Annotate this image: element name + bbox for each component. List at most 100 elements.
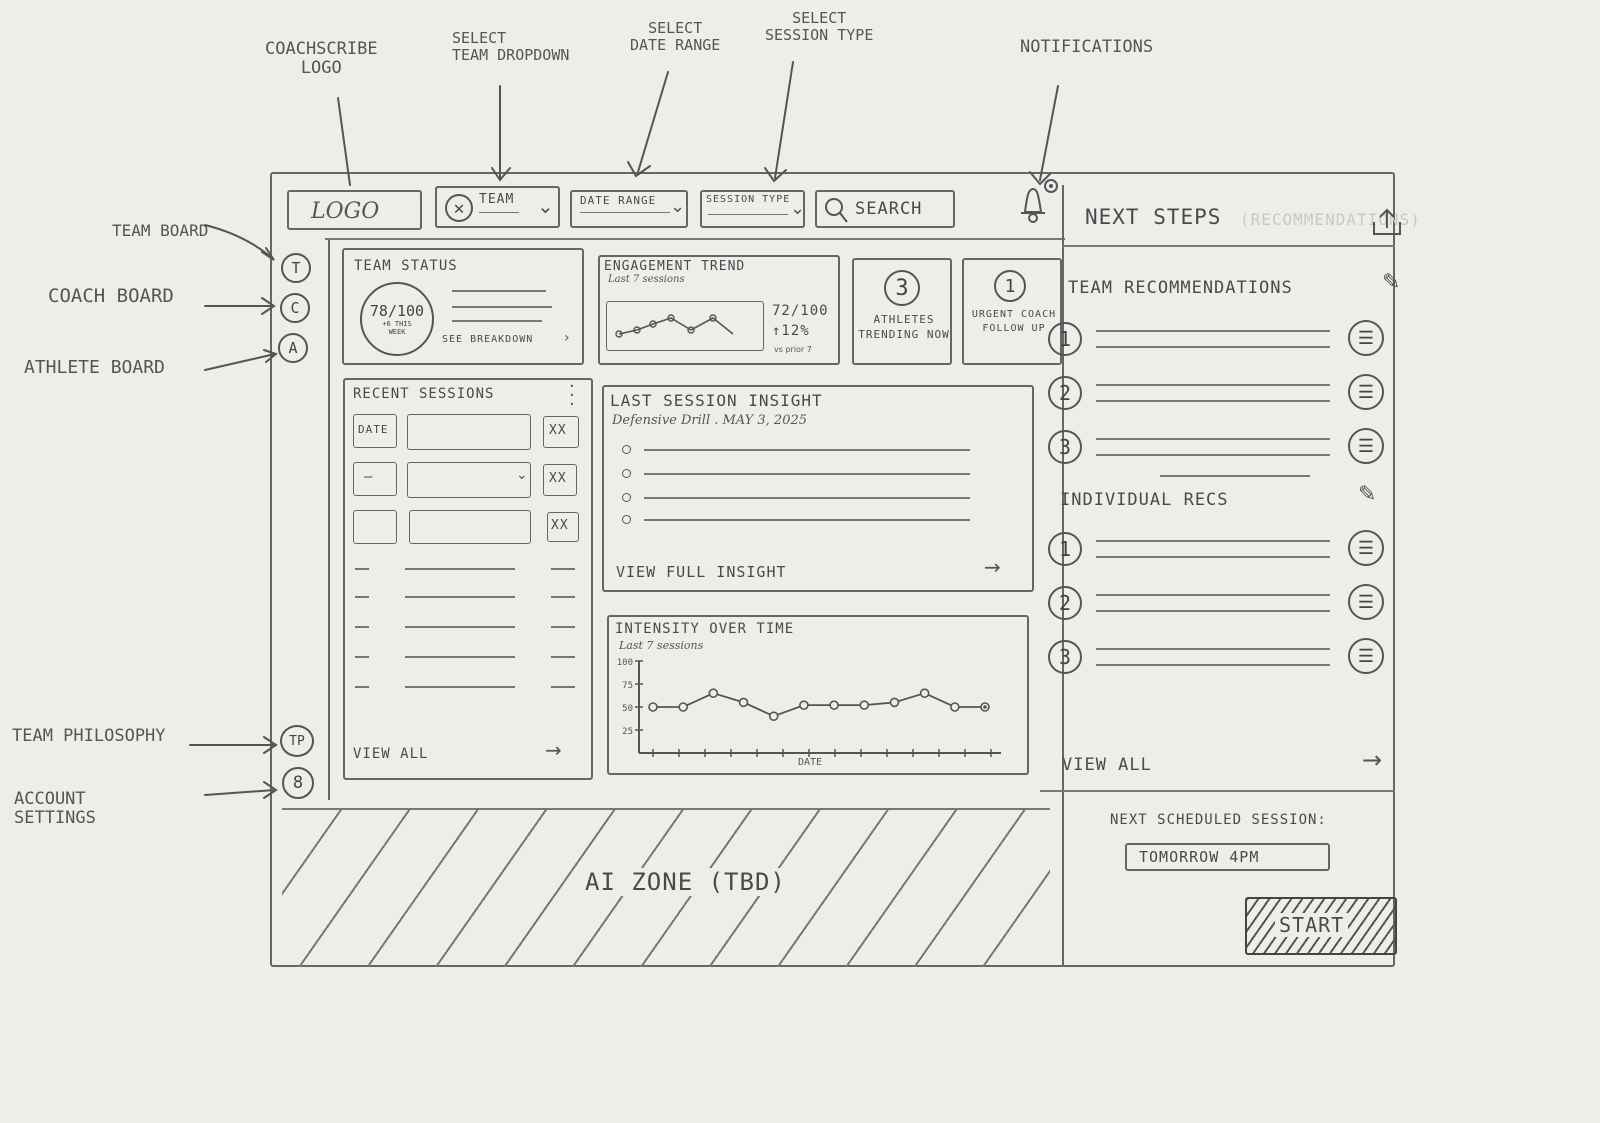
chevron-down-icon: ⌄ [516, 467, 528, 483]
team-dropdown-label: TEAM [479, 192, 515, 207]
annotation-athlete-board: ATHLETE BOARD [24, 357, 165, 378]
individual-rec-item[interactable]: 1☰ [1048, 528, 1398, 572]
team-score-delta: +6 THIS WEEK [382, 320, 412, 336]
sidebar-item-coach-board[interactable]: C [280, 293, 310, 323]
team-status-card: TEAM STATUS 78/100 +6 THIS WEEK SEE BREA… [342, 248, 584, 365]
more-vertical-icon[interactable]: ··· [569, 376, 575, 415]
recent-sessions-card: RECENT SESSIONS ··· DATE XX — ⌄ XX XX VI… [343, 378, 593, 780]
list-menu-icon[interactable]: ☰ [1348, 530, 1384, 566]
placeholder-line [551, 656, 575, 658]
session-type-underline [708, 214, 788, 215]
session-type-label: SESSION TYPE [706, 194, 791, 205]
last-session-insight-card: LAST SESSION INSIGHT Defensive Drill . M… [602, 385, 1034, 592]
list-menu-icon[interactable]: ☰ [1348, 374, 1384, 410]
session-date: DATE [358, 423, 389, 436]
urgent-follow-up-card[interactable]: 1 URGENT COACH FOLLOW UP [962, 258, 1062, 365]
next-session-value-box: TOMORROW 4PM [1125, 843, 1330, 871]
team-dropdown[interactable]: ✕ TEAM ⌄ [435, 186, 560, 228]
session-name-cell[interactable]: ⌄ [407, 462, 531, 498]
bullet-icon [622, 445, 631, 454]
placeholder-line [551, 626, 575, 628]
sidebar-item-team-philosophy[interactable]: TP [280, 725, 314, 757]
share-icon[interactable] [1370, 206, 1404, 238]
placeholder-line [1096, 664, 1330, 666]
urgent-count: 1 [994, 270, 1026, 302]
rec-number: 1 [1048, 532, 1082, 566]
intensity-point [799, 700, 809, 710]
session-name-cell[interactable] [407, 414, 531, 450]
session-action-label: XX [549, 471, 567, 486]
sidebar-item-team-board[interactable]: T [281, 253, 311, 283]
session-date-cell[interactable] [353, 510, 397, 544]
placeholder-line [1096, 438, 1330, 440]
individual-rec-item[interactable]: 2☰ [1048, 582, 1398, 626]
list-menu-icon[interactable]: ☰ [1348, 638, 1384, 674]
bell-icon [1021, 179, 1058, 223]
session-action-button[interactable]: XX [547, 512, 579, 542]
placeholder-line [1096, 454, 1330, 456]
team-rec-item[interactable]: 2☰ [1048, 372, 1398, 416]
rec-number: 2 [1048, 376, 1082, 410]
recent-sessions-view-all[interactable]: VIEW ALL [353, 746, 429, 762]
placeholder-line [405, 626, 515, 628]
engagement-subtitle: Last 7 sessions [608, 274, 685, 285]
team-rec-item[interactable]: 3☰ [1048, 426, 1398, 470]
rec-number: 3 [1048, 430, 1082, 464]
placeholder-line [1096, 648, 1330, 650]
start-button[interactable]: START [1245, 897, 1397, 955]
search-box[interactable]: SEARCH [815, 190, 955, 228]
annotation-logo: COACHSCRIBE LOGO [265, 39, 378, 78]
edit-pencil-icon[interactable]: ✎ [1358, 482, 1377, 507]
rec-number: 3 [1048, 640, 1082, 674]
sparkline-graphic [615, 314, 734, 338]
arrow-right-icon: → [545, 738, 562, 762]
next-session-label: NEXT SCHEDULED SESSION: [1110, 812, 1327, 828]
session-date-cell[interactable]: — [353, 462, 397, 496]
team-rec-item[interactable]: 1☰ [1048, 318, 1398, 362]
session-type-dropdown[interactable]: SESSION TYPE ⌄ [700, 190, 805, 228]
individual-rec-item[interactable]: 3☰ [1048, 636, 1398, 680]
placeholder-line [452, 290, 546, 292]
chevron-down-icon: ⌄ [790, 198, 806, 219]
session-date-cell[interactable]: DATE [353, 414, 397, 448]
placeholder-line [452, 306, 552, 308]
placeholder-line [551, 686, 575, 688]
see-breakdown-link[interactable]: SEE BREAKDOWN [442, 334, 534, 345]
team-status-title: TEAM STATUS [354, 258, 458, 274]
annotation-notifications: NOTIFICATIONS [1020, 37, 1154, 57]
notifications-bell[interactable] [1017, 178, 1061, 228]
y-tick-label: 100 [617, 658, 633, 668]
section-divider [1040, 790, 1395, 792]
next-session-value: TOMORROW 4PM [1139, 848, 1260, 866]
session-name-cell[interactable] [409, 510, 531, 544]
urgent-label: URGENT COACH FOLLOW UP [971, 309, 1057, 334]
ai-zone-label: AI ZONE (TBD) [577, 868, 794, 896]
session-action-button[interactable]: XX [543, 464, 577, 496]
session-date: — [364, 469, 374, 485]
list-menu-icon[interactable]: ☰ [1348, 428, 1384, 464]
arrow-right-icon: → [984, 555, 1001, 579]
next-steps-view-all[interactable]: VIEW ALL [1062, 755, 1152, 775]
intensity-point [678, 702, 688, 712]
search-label: SEARCH [855, 199, 923, 219]
sidebar-item-athlete-board[interactable]: A [278, 333, 308, 363]
search-icon [825, 198, 848, 223]
sidebar-item-account-settings[interactable]: 8 [282, 767, 314, 799]
engagement-score: 72/100 [772, 303, 829, 319]
upload-icon [1373, 208, 1401, 235]
list-menu-icon[interactable]: ☰ [1348, 320, 1384, 356]
edit-pencil-icon[interactable]: ✎ [1382, 270, 1401, 295]
date-range-dropdown[interactable]: DATE RANGE ⌄ [570, 190, 688, 228]
placeholder-line [355, 686, 369, 688]
athletes-trending-card[interactable]: 3 ATHLETES TRENDING NOW [852, 258, 952, 365]
placeholder-line [551, 596, 575, 598]
session-action-button[interactable]: XX [543, 416, 579, 448]
team-dropdown-underline [479, 212, 519, 213]
view-full-insight-link[interactable]: VIEW FULL INSIGHT [616, 563, 787, 581]
list-menu-icon[interactable]: ☰ [1348, 584, 1384, 620]
header-divider [325, 238, 1065, 240]
logo[interactable]: LOGO [287, 190, 422, 230]
athletes-trending-label: ATHLETES TRENDING NOW [858, 313, 950, 341]
arrow-right-icon: → [1362, 746, 1383, 774]
